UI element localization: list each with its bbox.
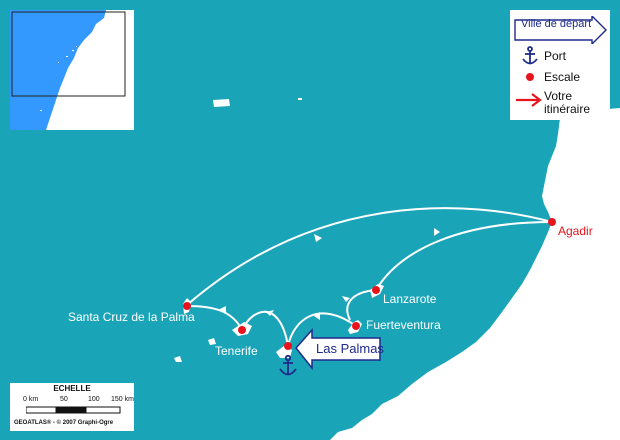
legend-itinerary-label-line1: Votre xyxy=(544,89,573,103)
route-las-palmas-tenerife xyxy=(241,310,289,347)
departure-callout: Las Palmas xyxy=(294,328,384,375)
arrowhead xyxy=(266,310,274,316)
label-fuerteventura: Fuerteventura xyxy=(366,318,441,332)
arrowhead xyxy=(342,296,350,302)
start-city-arrow-icon xyxy=(514,16,607,44)
label-santa-cruz-de-la-palma: Santa Cruz de la Palma xyxy=(68,310,195,324)
route-agadir-santa-cruz xyxy=(186,207,553,306)
label-lanzarote: Lanzarote xyxy=(383,292,437,306)
stop-lanzarote xyxy=(372,286,380,294)
legend-itinerary-label-line2: itinéraire xyxy=(544,102,591,116)
legend-escale-label: Escale xyxy=(544,70,581,84)
stop-agadir xyxy=(548,218,556,226)
scale-tick: 50 xyxy=(60,396,68,403)
route-agadir-lanzarote xyxy=(375,221,553,291)
stop-las-palmas xyxy=(284,342,292,350)
island-el-hierro xyxy=(174,356,182,362)
map-credit: GEOATLAS® - © 2007 Graphi-Ogre xyxy=(14,420,114,426)
inset-canvas xyxy=(10,10,134,130)
anchor-icon xyxy=(279,354,297,376)
scale-tick: 100 xyxy=(88,396,100,403)
legend-start-label: Ville de départ xyxy=(521,18,592,30)
inset-islands xyxy=(40,46,77,111)
inset-frame xyxy=(11,11,126,97)
arrowhead xyxy=(314,234,322,242)
island-small xyxy=(298,98,302,100)
red-dot-icon xyxy=(526,73,534,81)
scale-title: ECHELLE xyxy=(53,384,91,393)
stop-tenerife xyxy=(238,326,246,334)
callout-arrow-shape xyxy=(295,328,381,371)
inset-sea xyxy=(10,10,106,130)
legend-port-label: Port xyxy=(544,49,567,63)
arrowhead xyxy=(434,228,440,236)
route-direction-arrows xyxy=(218,228,440,320)
stop-fuerteventura xyxy=(352,322,360,330)
route-lanzarote-fuerteventura xyxy=(346,289,377,321)
arrowhead xyxy=(218,306,226,314)
label-las-palmas: Las Palmas xyxy=(316,341,384,356)
scale-tick: 150 km xyxy=(111,396,134,403)
scale-tick: 0 km xyxy=(23,396,39,403)
arrowhead xyxy=(314,312,320,320)
legend-box: Ville de départ Port Escale Votre itinér… xyxy=(510,10,610,120)
island-la-gomera xyxy=(208,338,216,345)
stop-santa-cruz xyxy=(183,302,191,310)
label-tenerife: Tenerife xyxy=(215,344,258,358)
island-madeira xyxy=(213,99,230,107)
scale-ruler xyxy=(26,406,121,414)
red-arrow-icon xyxy=(516,93,542,107)
africa-coast xyxy=(330,108,620,440)
route-tenerife-santa-cruz xyxy=(186,305,243,331)
label-agadir: Agadir xyxy=(558,224,593,238)
route-fuerteventura-las-palmas xyxy=(287,312,357,347)
scale-bar: ECHELLE 0 km 50 100 150 km GEOATLAS® - ©… xyxy=(10,383,134,431)
stop-markers xyxy=(183,218,556,350)
inset-locator-map xyxy=(10,10,134,130)
anchor-icon xyxy=(522,46,538,65)
